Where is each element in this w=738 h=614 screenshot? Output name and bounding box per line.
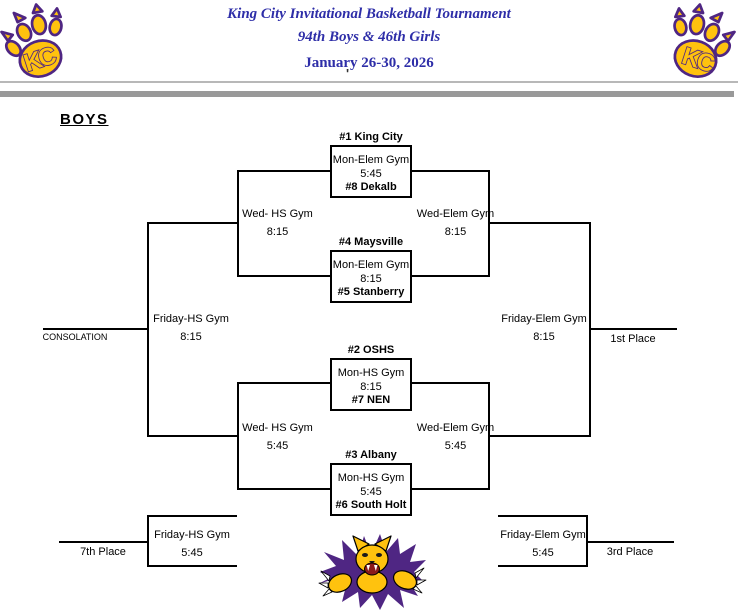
final-time: 8:15	[180, 331, 202, 343]
final-consolation-game: Friday-HS Gym 8:15	[145, 310, 237, 346]
bracket-line	[410, 488, 490, 490]
game2-bottom-seed: #5 Stanberry	[337, 286, 405, 298]
kc-paw-logo-right: KC	[673, 3, 736, 79]
bracket-line	[410, 275, 490, 277]
bracket-line	[410, 382, 490, 384]
tournament-dates: January 26-30, 2026	[304, 55, 434, 71]
game1-venue: Mon-Elem Gym	[332, 154, 410, 166]
consolation-line	[43, 328, 147, 330]
game3-time: 8:15	[360, 380, 382, 393]
bracket-line	[488, 435, 591, 437]
bracket-line	[237, 275, 330, 277]
bracket-line	[498, 565, 588, 567]
game4-time: 5:45	[360, 485, 382, 498]
header-divider	[0, 81, 738, 83]
seventh-place-line	[59, 541, 147, 543]
final-seventh-game: Friday-HS Gym 5:45	[147, 526, 237, 562]
consolation-label: CONSOLATION	[42, 332, 108, 342]
semifinal-venue: Wed-Elem Gym	[416, 208, 495, 220]
game1-box: Mon-Elem Gym 5:45 #8 Dekalb	[330, 145, 412, 198]
game3-top-seed: #2 OSHS	[347, 344, 395, 356]
bracket-line	[147, 222, 239, 224]
game2-top-seed: #4 Maysville	[338, 236, 404, 248]
final-third-game: Friday-Elem Gym 5:45	[498, 526, 588, 562]
stray-mark: '	[346, 66, 350, 81]
game3-box: Mon-HS Gym 8:15 #7 NEN	[330, 358, 412, 411]
semifinal-left-top: Wed- HS Gym 8:15	[230, 205, 325, 241]
bracket-line	[147, 515, 237, 517]
bracket-line	[147, 515, 149, 567]
bracket-line	[237, 170, 330, 172]
semifinal-left-bottom: Wed- HS Gym 5:45	[230, 419, 325, 455]
game4-venue: Mon-HS Gym	[337, 472, 405, 484]
final-championship-game: Friday-Elem Gym 8:15	[498, 310, 590, 346]
bracket-line	[498, 515, 588, 517]
game2-box: Mon-Elem Gym 8:15 #5 Stanberry	[330, 250, 412, 303]
final-time: 5:45	[532, 547, 554, 559]
semifinal-right-top: Wed-Elem Gym 8:15	[408, 205, 503, 241]
semifinal-venue: Wed-Elem Gym	[416, 422, 495, 434]
bracket-line	[147, 565, 237, 567]
final-time: 5:45	[181, 547, 203, 559]
game2-time: 8:15	[360, 272, 382, 285]
final-venue: Friday-Elem Gym	[501, 313, 587, 325]
semifinal-venue: Wed- HS Gym	[242, 208, 313, 220]
bracket-line	[237, 382, 330, 384]
seventh-place-label: 7th Place	[80, 546, 126, 558]
semifinal-time: 5:45	[266, 440, 289, 452]
bracket-line	[147, 222, 149, 437]
third-place-label: 3rd Place	[606, 546, 654, 558]
final-venue: Friday-HS Gym	[153, 313, 229, 325]
game1-time: 5:45	[360, 167, 382, 180]
bracket-line	[410, 170, 490, 172]
semifinal-time: 5:45	[444, 440, 467, 452]
bracket-line	[147, 435, 239, 437]
semifinal-venue: Wed- HS Gym	[242, 422, 313, 434]
tournament-title: King City Invitational Basketball Tourna…	[227, 6, 511, 22]
game1-top-seed: #1 King City	[339, 131, 403, 143]
kc-paw-logo-left: KC	[0, 3, 63, 78]
header-gray-bar	[0, 91, 734, 97]
third-place-line	[586, 541, 674, 543]
wildcat-logo	[318, 534, 427, 610]
semifinal-right-bottom: Wed-Elem Gym 5:45	[408, 419, 503, 455]
tournament-subtitle: 94th Boys & 46th Girls	[297, 29, 441, 45]
semifinal-time: 8:15	[266, 226, 289, 238]
final-venue: Friday-HS Gym	[154, 529, 230, 541]
bracket-line	[237, 488, 330, 490]
game3-venue: Mon-HS Gym	[337, 367, 405, 379]
game1-bottom-seed: #8 Dekalb	[345, 181, 397, 193]
section-heading-boys: BOYS	[60, 111, 109, 128]
final-time: 8:15	[533, 331, 555, 343]
first-place-line	[589, 328, 677, 330]
bracket-line	[488, 222, 591, 224]
first-place-label: 1st Place	[610, 333, 656, 345]
game3-bottom-seed: #7 NEN	[351, 394, 391, 406]
game2-venue: Mon-Elem Gym	[332, 259, 410, 271]
semifinal-time: 8:15	[444, 226, 467, 238]
final-venue: Friday-Elem Gym	[500, 529, 586, 541]
game4-bottom-seed: #6 South Holt	[335, 499, 407, 511]
game4-top-seed: #3 Albany	[345, 449, 397, 461]
game4-box: Mon-HS Gym 5:45 #6 South Holt	[330, 463, 412, 516]
